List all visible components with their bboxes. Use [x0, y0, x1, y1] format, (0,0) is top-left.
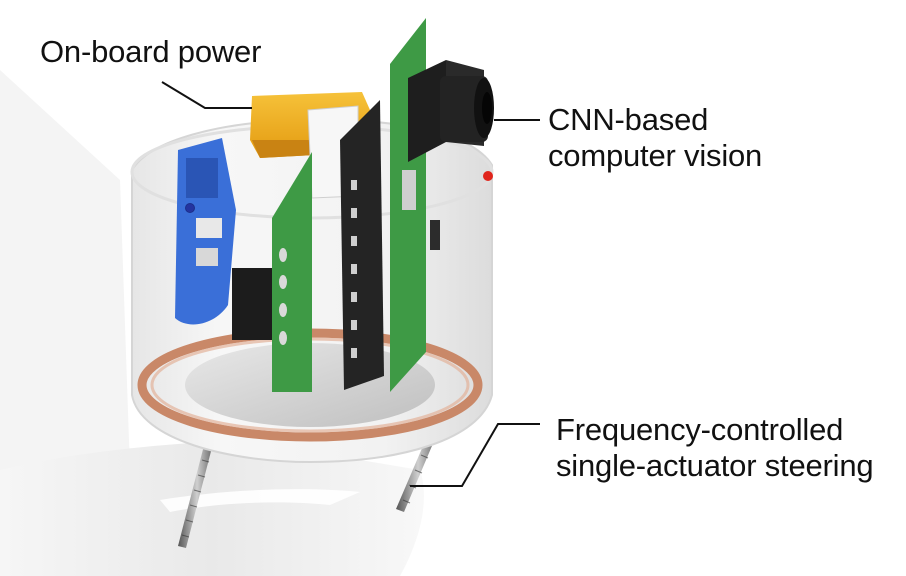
label-vision-line2: computer vision [548, 138, 763, 173]
camera-lens-icon [408, 60, 494, 162]
floor-shadow [0, 440, 424, 576]
black-module [232, 268, 272, 340]
background-light-wedge [0, 70, 130, 470]
black-header-board [340, 100, 384, 390]
battery-pack-icon [250, 92, 370, 199]
label-on-board-power: On-board power [40, 34, 261, 70]
red-led [483, 171, 493, 181]
label-cnn-vision: CNN-based computer vision [548, 102, 762, 174]
leader-line-steering [410, 423, 540, 487]
green-pcb-left [272, 152, 312, 392]
floor-highlight [160, 489, 360, 512]
leader-lines [161, 81, 540, 487]
label-steering: Frequency-controlled single-actuator ste… [556, 412, 874, 484]
label-power-line1: On-board power [40, 34, 262, 69]
label-steering-line2: single-actuator steering [556, 448, 874, 483]
blue-circuit-board [175, 138, 236, 325]
leader-line-power [161, 81, 252, 109]
label-vision-line1: CNN-based [548, 102, 709, 137]
label-steering-line1: Frequency-controlled [556, 412, 844, 447]
blue-led [186, 204, 194, 212]
